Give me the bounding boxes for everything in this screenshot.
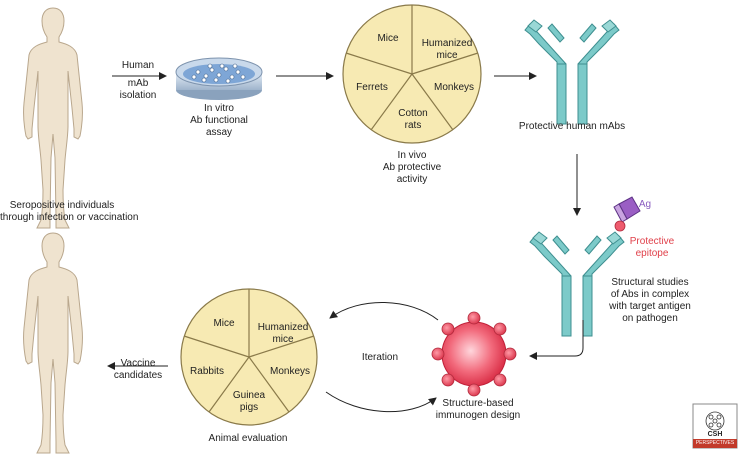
iteration-arrow-back (329, 302, 439, 321)
animal-rabbits: Rabbits (190, 366, 224, 377)
person-target-icon (23, 232, 83, 454)
immunogen-icon (431, 311, 517, 397)
ag-label: Ag (638, 199, 652, 210)
in-vitro-caption: In vitro Ab functional assay (190, 103, 248, 138)
isolation-label: Human mAb isolation (119, 60, 157, 101)
animal-monkeys: Monkeys (269, 366, 310, 377)
invivo-mice: Mice (377, 33, 399, 44)
iteration-label: Iteration (361, 352, 399, 363)
iteration-arrow-forward (325, 391, 437, 413)
antibody-complex-icon (529, 196, 641, 337)
invivo-monkeys: Monkeys (433, 82, 474, 93)
animal-evaluation-caption: Animal evaluation (208, 433, 288, 444)
vaccine-caption: Vaccine candidates (113, 358, 163, 381)
in-vivo-caption: In vivo Ab protective activity (382, 150, 442, 185)
invivo-ferrets: Ferrets (356, 82, 388, 93)
protective-epitope-label: Protective epitope (629, 236, 675, 259)
antigen-icon (613, 196, 641, 232)
person-source-icon (23, 7, 83, 229)
source-caption: Seropositive individuals through infecti… (0, 200, 139, 223)
csh-logo-text: CSH PERSPECTIVES (693, 430, 737, 448)
antibody-icon (524, 19, 620, 125)
arrow-to-immunogen (529, 320, 584, 360)
petri-dish-icon (175, 57, 263, 100)
design-caption: Structure-based immunogen design (435, 398, 521, 421)
invivo-wheel (342, 4, 482, 144)
protective-mabs-caption: Protective human mAbs (518, 121, 626, 132)
structural-caption: Structural studies of Abs in complex wit… (609, 277, 691, 324)
animal-wheel (180, 288, 318, 426)
animal-mice: Mice (213, 318, 235, 329)
